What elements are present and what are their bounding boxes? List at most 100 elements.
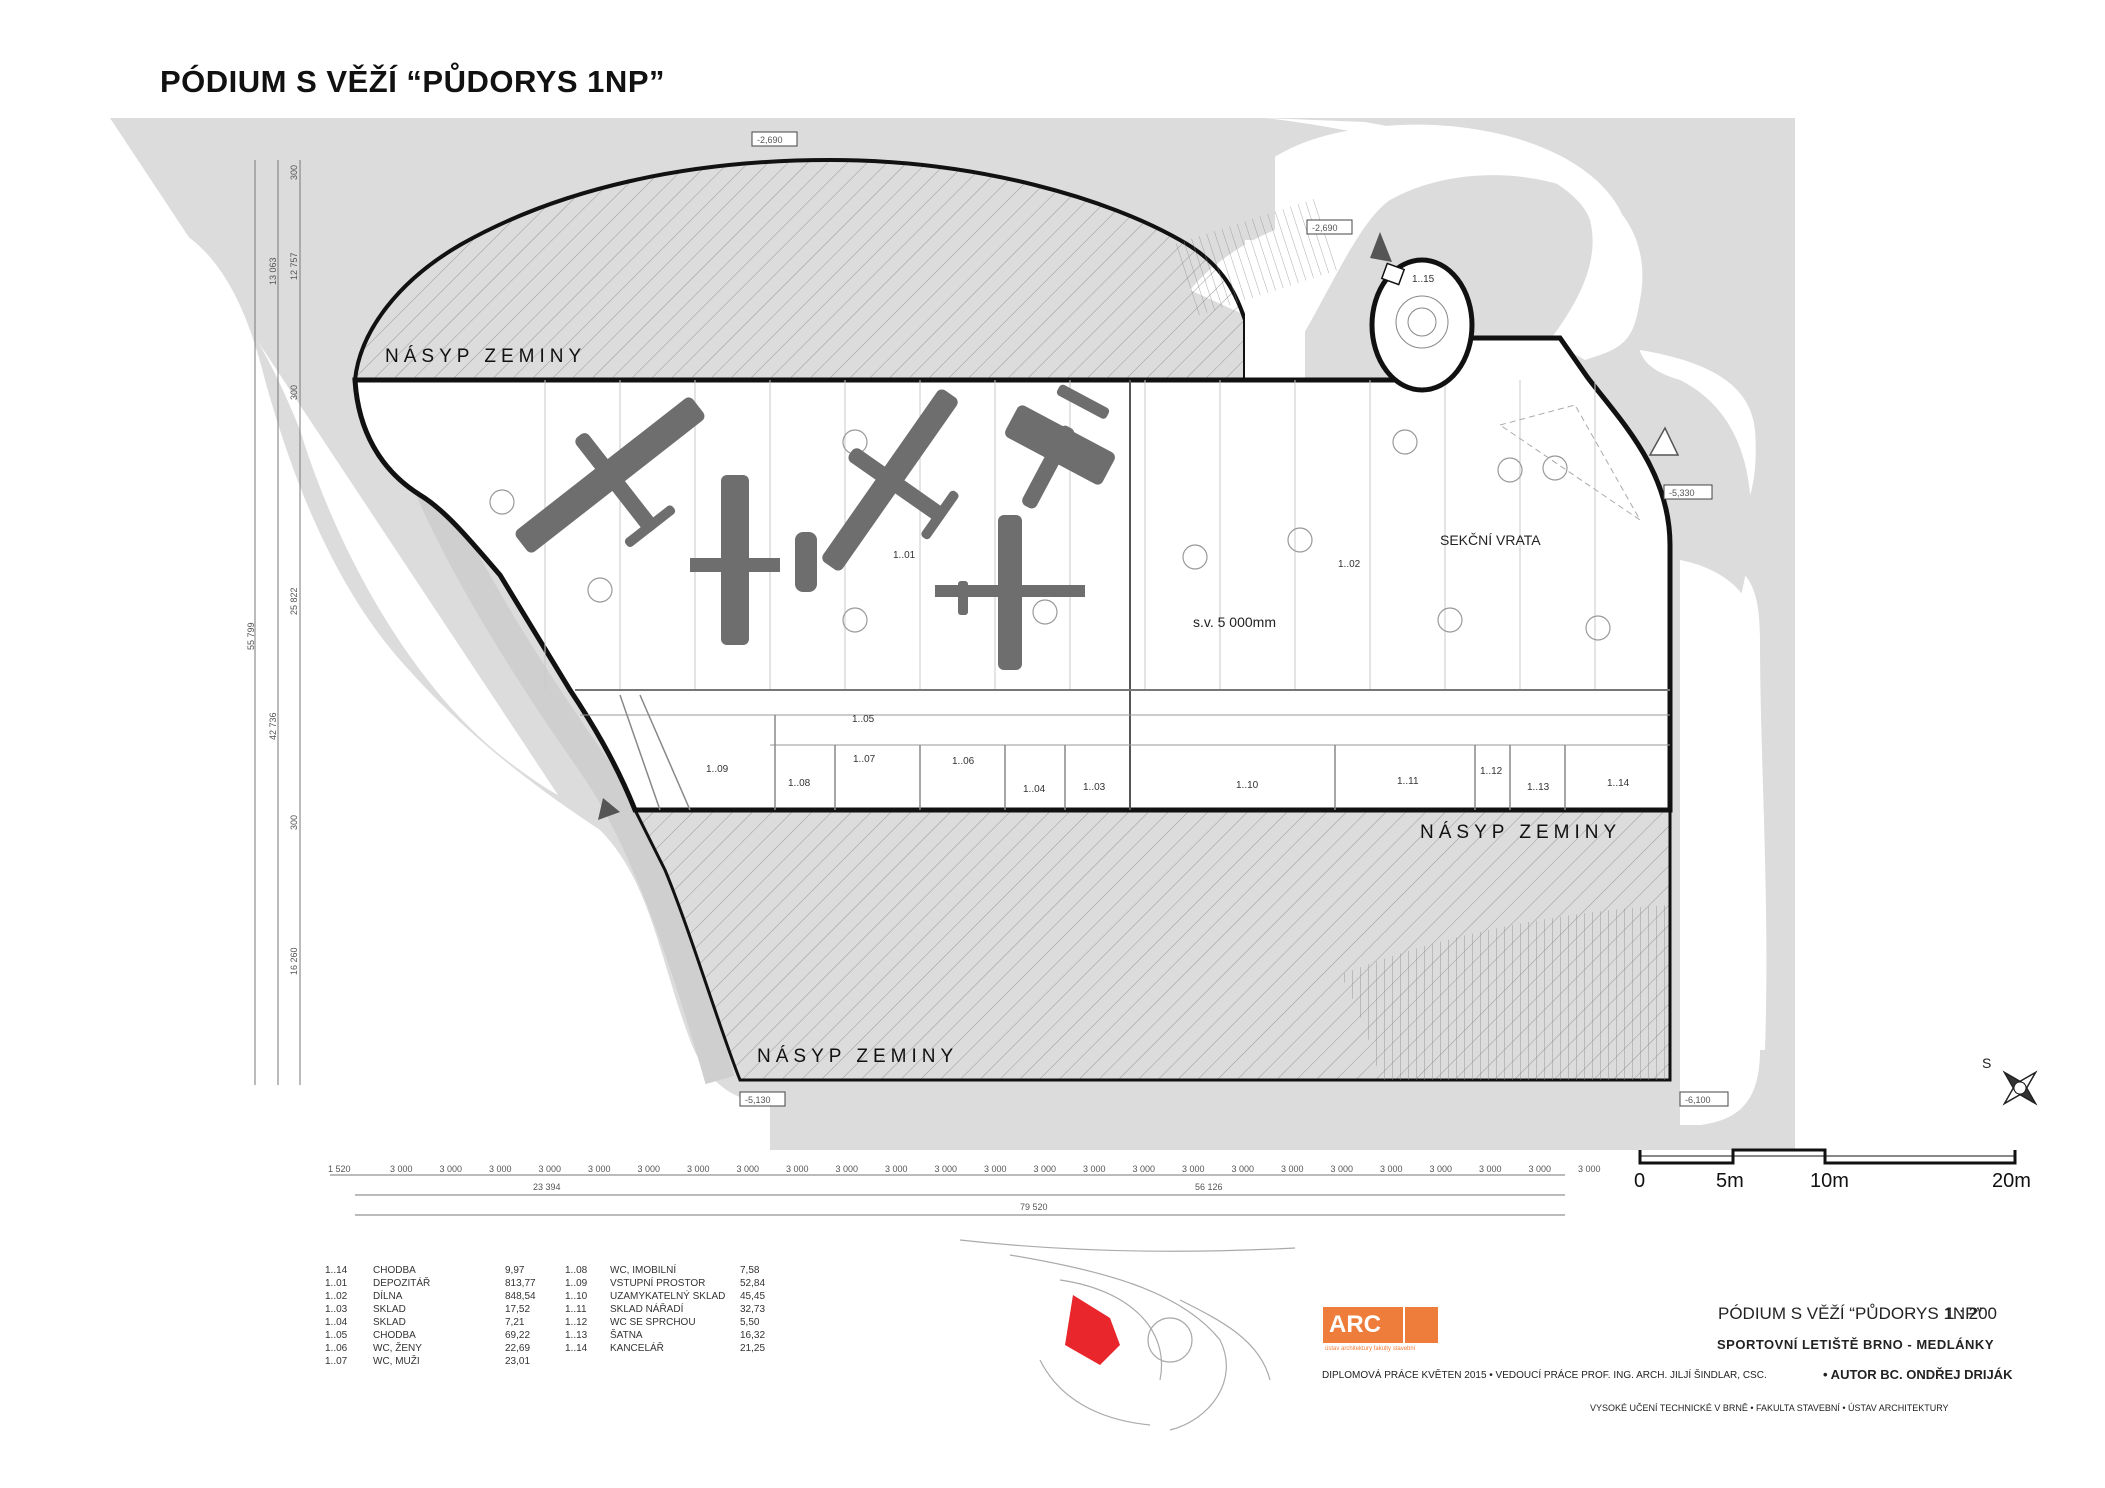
dim-label: 3 000 (1232, 1164, 1255, 1174)
titleblock-school: VYSOKÉ UČENÍ TECHNICKÉ V BRNĚ • FAKULTA … (1590, 1403, 1949, 1413)
legend-area: 7,58 (740, 1265, 760, 1276)
legend-area: 23,01 (505, 1356, 531, 1367)
legend-area: 16,32 (740, 1330, 766, 1341)
dim-label: 3 000 (1430, 1164, 1453, 1174)
room-code: 1..03 (1083, 782, 1106, 793)
aircraft-4 (1005, 384, 1115, 509)
dim-label: 3 000 (1083, 1164, 1106, 1174)
arc-logo-subtitle: ústav architektury fakulty stavební (1325, 1346, 1416, 1352)
arc-logo-text: ARC (1323, 1307, 1403, 1343)
dim-label: 79 520 (1020, 1202, 1048, 1212)
dim-label: 3 000 (1380, 1164, 1403, 1174)
dim-label: 3 000 (1578, 1164, 1601, 1174)
legend-area: 22,69 (505, 1343, 531, 1354)
dimension-chain-bottom (330, 1174, 1565, 1216)
legend-code: 1..03 (325, 1304, 348, 1315)
dim-label: 3 000 (1133, 1164, 1156, 1174)
ground-white-right (1265, 118, 1643, 360)
dim-label: 300 (289, 815, 299, 830)
site-map (959, 1239, 1296, 1431)
dim-label: 3 000 (1331, 1164, 1354, 1174)
legend-code: 1..01 (325, 1278, 348, 1289)
room-code: 1..09 (706, 764, 729, 775)
legend-area: 5,50 (740, 1317, 760, 1328)
legend-name: WC, MUŽI (373, 1356, 420, 1367)
legend-name: UZAMYKATELNÝ SKLAD (610, 1291, 726, 1302)
titleblock-sheet: PÓDIUM S VĚŽÍ “PŮDORYS 1NP” (1718, 1304, 1983, 1323)
site-highlight (1065, 1295, 1120, 1365)
clear-height-label: s.v. 5 000mm (1193, 614, 1276, 630)
stair-tower (1369, 257, 1475, 393)
gate-label: SEKČNÍ VRATA (1440, 532, 1541, 548)
room-code: 1..05 (852, 714, 875, 725)
legend-name: DEPOZITÁŘ (373, 1278, 431, 1289)
legend-area: 21,25 (740, 1343, 766, 1354)
legend-code: 1..09 (565, 1278, 588, 1289)
dim-label: 3 000 (885, 1164, 908, 1174)
service-rooms (619, 694, 1566, 811)
legend-code: 1..08 (565, 1265, 588, 1276)
dim-label: 42 736 (268, 712, 278, 740)
legend-name: CHODBA (373, 1265, 416, 1276)
dim-label: 3 000 (440, 1164, 463, 1174)
terrain-right (1270, 118, 1795, 1150)
room-code: 1..11 (1397, 776, 1419, 787)
level-label: -5,330 (1669, 488, 1695, 498)
titleblock-author: • AUTOR BC. ONDŘEJ DRIJÁK (1823, 1367, 2013, 1382)
dim-label: 3 000 (390, 1164, 413, 1174)
dim-label: 16 260 (289, 947, 299, 975)
legend-name: WC SE SPRCHOU (610, 1317, 696, 1328)
legend-code: 1..05 (325, 1330, 348, 1341)
scale-bar (1638, 1148, 2017, 1165)
arc-logo: ARC ústav architektury fakulty stavební (1323, 1307, 1440, 1352)
room-code: 1..15 (1412, 274, 1435, 285)
legend-area: 52,84 (740, 1278, 766, 1289)
entrance-marker (598, 798, 620, 820)
room-code: 1..13 (1527, 782, 1550, 793)
dim-label: 3 000 (1281, 1164, 1304, 1174)
legend-code: 1..07 (325, 1356, 348, 1367)
legend-code: 1..14 (565, 1343, 588, 1354)
north-arrow-label: S (1982, 1055, 1991, 1071)
ground-white-left (110, 210, 770, 1150)
scale-label: 20m (1992, 1170, 2031, 1192)
embankment-label: NÁSYP ZEMINY (757, 1046, 958, 1067)
entrance-marker (1370, 232, 1392, 262)
gate-swing (1498, 404, 1641, 521)
aircraft-3 (822, 389, 959, 571)
dim-label: 3 000 (836, 1164, 859, 1174)
room-code: 1..01 (893, 550, 916, 561)
dimension-chain-left (254, 160, 301, 1085)
dim-label: 3 000 (984, 1164, 1007, 1174)
room-code: 1..04 (1023, 784, 1046, 795)
legend-area: 45,45 (740, 1291, 766, 1302)
legend-name: ŠATNA (610, 1330, 643, 1341)
legend-area: 17,52 (505, 1304, 531, 1315)
level-label: -2,690 (1312, 223, 1338, 233)
dim-label: 12 757 (289, 252, 299, 280)
titleblock-scale: 1 : 200 (1945, 1304, 1997, 1323)
legend-code: 1..10 (565, 1291, 588, 1302)
legend-name: WC, ŽENY (373, 1343, 422, 1354)
arc-logo-mark (1405, 1307, 1438, 1343)
room-code: 1..14 (1607, 778, 1630, 789)
room-code: 1..08 (788, 778, 811, 789)
legend-area: 69,22 (505, 1330, 531, 1341)
aircraft-5 (935, 515, 1085, 670)
legend-code: 1..02 (325, 1291, 348, 1302)
room-code: 1..12 (1480, 766, 1503, 777)
dim-label: 3 000 (539, 1164, 562, 1174)
embankment-label: NÁSYP ZEMINY (385, 346, 586, 367)
scale-label: 5m (1716, 1170, 1744, 1192)
embankment-label: NÁSYP ZEMINY (1420, 822, 1621, 843)
dim-label: 55 799 (246, 622, 256, 650)
dim-label: 300 (289, 165, 299, 180)
aircraft-2 (690, 475, 817, 645)
stair-south (1340, 905, 1670, 1080)
dim-label: 25 822 (289, 587, 299, 615)
legend-area: 9,97 (505, 1265, 525, 1276)
dim-label: 3 000 (737, 1164, 760, 1174)
legend-code: 1..04 (325, 1317, 348, 1328)
